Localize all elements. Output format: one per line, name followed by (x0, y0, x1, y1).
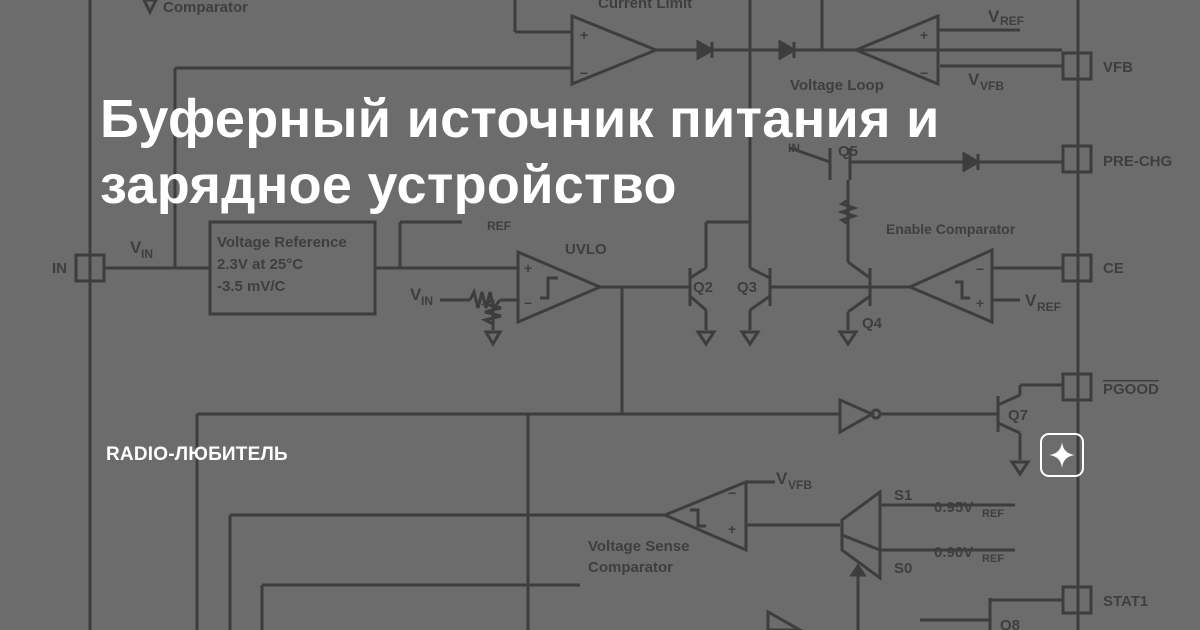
svg-text:−: − (524, 295, 532, 311)
article-title-line1: Буферный источник питания и (100, 89, 940, 149)
label-v090: 0.90V (934, 544, 973, 561)
label-vin2: V (410, 285, 422, 304)
svg-text:−: − (580, 65, 588, 81)
label-vin: V (130, 238, 142, 257)
svg-text:+: + (920, 27, 928, 43)
schematic-labels: Comparator Current Limit + − + − V REF V… (52, 0, 1172, 630)
pin-in: IN (52, 260, 67, 277)
label-q5: Q5 (838, 143, 858, 160)
label-s0: S0 (894, 560, 912, 577)
label-vref-ce: V (1025, 291, 1037, 310)
label-enable-comparator: Enable Comparator (886, 221, 1016, 237)
label-vref-top: V (988, 7, 1000, 26)
label-voltage-loop: Voltage Loop (790, 77, 884, 94)
sparkle-icon (1049, 442, 1075, 468)
label-vvfb-sense-sub: VFB (788, 478, 812, 492)
label-v095-sub: REF (982, 508, 1004, 520)
svg-text:−: − (920, 65, 928, 81)
label-voltage-sense-line1: Voltage Sense (588, 538, 689, 555)
label-q2: Q2 (693, 279, 713, 296)
pin-pgood: PGOOD (1103, 381, 1159, 398)
label-q4: Q4 (862, 315, 883, 332)
label-v090-sub: REF (982, 553, 1004, 565)
label-vref-partial: REF (487, 219, 511, 233)
label-voltage-sense-line2: Comparator (588, 559, 673, 576)
svg-text:+: + (728, 521, 736, 537)
transistors (688, 148, 1021, 630)
resistors (468, 198, 859, 326)
label-uvlo: UVLO (565, 241, 607, 258)
grounds (142, 0, 1031, 477)
wiring (88, 0, 1080, 630)
label-vvfb-sense: V (776, 469, 788, 488)
boxes (74, 51, 1093, 615)
diodes (696, 39, 982, 173)
svg-text:−: − (976, 261, 984, 277)
svg-text:+: + (976, 295, 984, 311)
label-vref-box-line3: -3.5 mV/C (217, 278, 286, 295)
label-comparator: Comparator (163, 0, 248, 16)
label-vref-ce-sub: REF (1037, 300, 1061, 314)
label-vvfb-top-sub: VFB (980, 79, 1004, 93)
channel-name[interactable]: RADIO-ЛЮБИТЕЛЬ (106, 444, 288, 465)
label-vin2-sub: IN (421, 294, 433, 308)
svg-text:−: − (728, 485, 736, 501)
svg-text:+: + (580, 27, 588, 43)
label-v095: 0.95V (934, 499, 973, 516)
label-vref-box-line2: 2.3V at 25°C (217, 256, 303, 273)
article-title: Буферный источник питания и зарядное уст… (100, 86, 1140, 218)
label-s1: S1 (894, 487, 912, 504)
label-q3: Q3 (737, 279, 757, 296)
label-q8: Q8 (1000, 617, 1020, 630)
label-vref-top-sub: REF (1000, 14, 1024, 28)
pin-stat1: STAT1 (1103, 593, 1148, 610)
svg-text:+: + (524, 260, 532, 276)
amplifiers (516, 13, 994, 630)
label-q7: Q7 (1008, 407, 1028, 424)
label-current-limit: Current Limit (598, 0, 692, 12)
article-title-line2: зарядное устройство (100, 155, 677, 215)
sparkle-badge[interactable] (1040, 433, 1084, 477)
label-vin-sub: IN (141, 247, 153, 261)
pin-pre-chg: PRE-CHG (1103, 153, 1172, 170)
label-vvfb-top: V (968, 70, 980, 89)
pin-ce: CE (1103, 260, 1124, 277)
label-vref-box-line1: Voltage Reference (217, 234, 347, 251)
pin-vfb: VFB (1103, 59, 1133, 76)
label-q5-in: IN (788, 141, 800, 155)
